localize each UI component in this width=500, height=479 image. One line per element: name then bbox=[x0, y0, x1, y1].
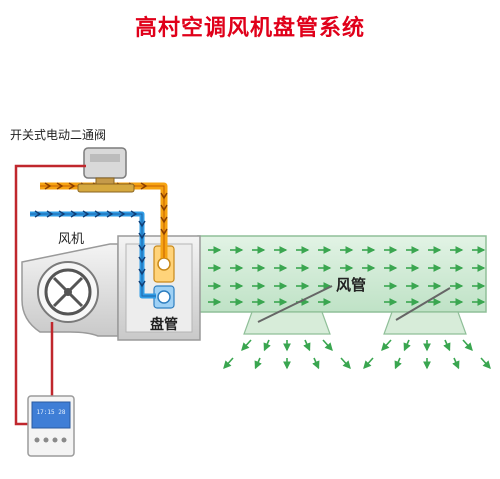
fan-wheel-icon bbox=[37, 261, 99, 323]
hot-flow-chevron bbox=[160, 228, 168, 236]
cold-flow-chevron bbox=[118, 210, 126, 218]
outlet-flow-arrow bbox=[254, 357, 262, 370]
outlet-flow-arrow bbox=[223, 357, 234, 369]
hot-flow-chevron bbox=[160, 216, 168, 224]
thermostat-panel bbox=[27, 395, 75, 457]
outlet-flow-arrow bbox=[241, 339, 252, 351]
cold-flow-chevron bbox=[46, 210, 54, 218]
outlet-flow-arrow bbox=[443, 339, 451, 352]
cold-flow-chevron bbox=[138, 268, 146, 276]
outlet-grille-right bbox=[383, 287, 467, 335]
duct-label: 风管 bbox=[336, 276, 367, 294]
cold-flow-chevron bbox=[138, 244, 146, 252]
outlet-flow-arrow bbox=[403, 339, 411, 352]
control-wire bbox=[14, 164, 86, 426]
outlet-flow-arrow bbox=[462, 339, 473, 351]
hot-flow-chevron bbox=[44, 182, 52, 190]
outlet-airflow-arrows bbox=[223, 339, 491, 370]
outlet-flow-arrow bbox=[340, 357, 351, 369]
hot-flow-chevron bbox=[56, 182, 64, 190]
outlet-flow-arrow bbox=[312, 357, 320, 370]
outlet-flow-arrow bbox=[263, 339, 271, 352]
outlet-flow-arrow bbox=[381, 339, 392, 351]
cold-flow-chevron bbox=[138, 220, 146, 228]
cold-flow-chevron bbox=[82, 210, 90, 218]
cold-flow-chevron bbox=[94, 210, 102, 218]
cold-flow-chevron bbox=[138, 256, 146, 264]
cold-flow-chevron bbox=[58, 210, 66, 218]
fan-label: 风机 bbox=[58, 232, 85, 247]
outlet-grille-left bbox=[243, 285, 333, 335]
thermostat-display: 17:15 28 bbox=[36, 409, 66, 416]
hot-flow-chevron bbox=[160, 192, 168, 200]
coil-fittings bbox=[153, 245, 175, 309]
outlet-flow-arrow bbox=[452, 357, 460, 370]
cold-flow-chevron bbox=[130, 210, 138, 218]
cold-flow-chevron bbox=[138, 232, 146, 240]
chilled-water-pipe bbox=[30, 211, 156, 299]
diagram-title: 高村空调风机盘管系统 bbox=[134, 16, 365, 41]
coil-label: 盘管 bbox=[150, 317, 178, 333]
outlet-flow-arrow bbox=[394, 357, 402, 370]
hot-flow-chevron bbox=[140, 182, 148, 190]
outlet-flow-arrow bbox=[363, 357, 374, 369]
cold-flow-chevron bbox=[106, 210, 114, 218]
outlet-flow-arrow bbox=[303, 339, 311, 352]
outlet-flow-arrow bbox=[322, 339, 333, 351]
cold-flow-chevron bbox=[70, 210, 78, 218]
hot-flow-chevron bbox=[68, 182, 76, 190]
cold-flow-chevron bbox=[138, 280, 146, 288]
cold-flow-chevron bbox=[34, 210, 42, 218]
outlet-flow-arrow bbox=[480, 357, 491, 369]
valve-label: 开关式电动二通阀 bbox=[10, 128, 107, 142]
hot-flow-chevron bbox=[160, 204, 168, 212]
two-way-valve-icon bbox=[77, 147, 135, 193]
